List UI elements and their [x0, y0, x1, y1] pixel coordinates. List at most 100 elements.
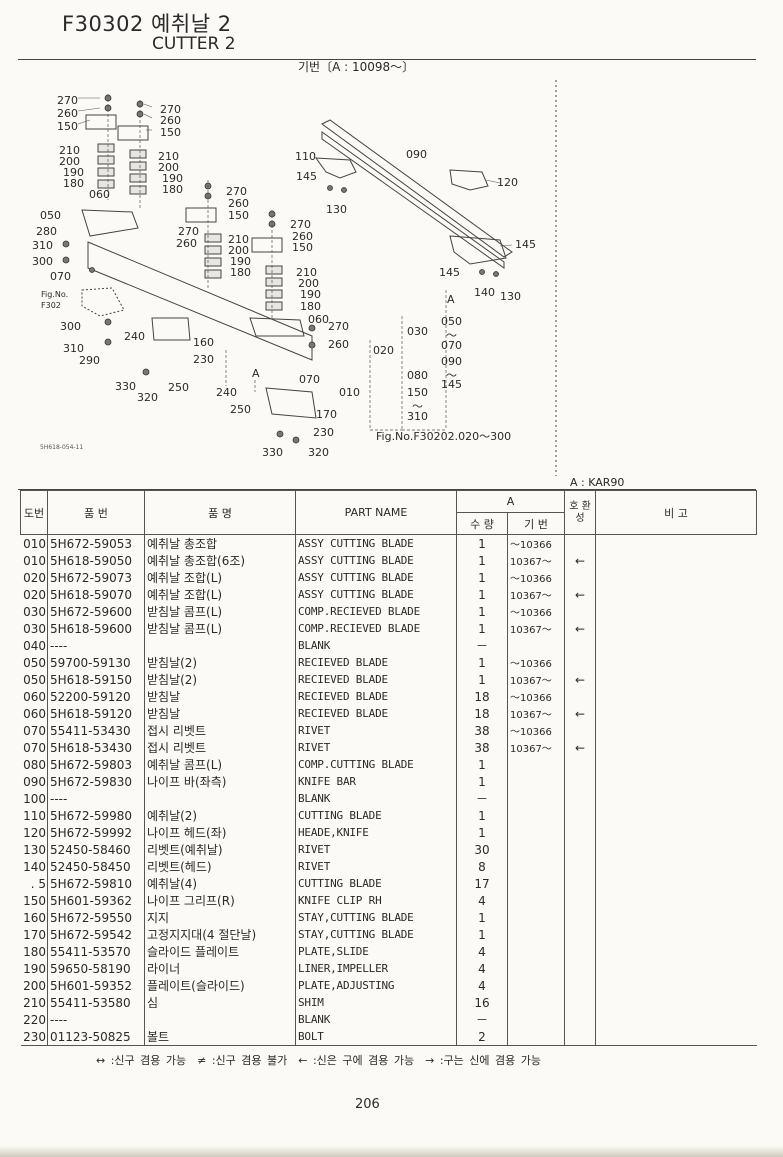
cell-qty: 1: [456, 534, 508, 552]
cell-en: BOLT: [295, 1028, 457, 1046]
cell-pn: 5H672-59600: [47, 603, 145, 620]
cell-kr: 나이프 바(좌측): [144, 773, 296, 790]
callout-left-5: 190: [63, 166, 84, 179]
cell-pn: 5H601-59362: [47, 892, 145, 909]
cell-kr: 심: [144, 994, 296, 1011]
cell-cmp: [564, 875, 596, 892]
callout-mid-28: 230: [313, 426, 334, 439]
cell-kr: 받침날(2): [144, 671, 296, 688]
cell-code: 170: [23, 927, 46, 942]
cell-en: PLATE,ADJUSTING: [295, 977, 457, 994]
cell-kr: 예취날 콤프(L): [144, 756, 296, 773]
cell-en: RIVET: [295, 841, 457, 858]
cell-pn: 55411-53430: [47, 722, 145, 739]
cell-qty: 1: [456, 909, 508, 926]
cell-qty: 1: [456, 603, 508, 620]
cell-code: 210: [23, 995, 46, 1010]
cell-pn: 59700-59130: [47, 654, 145, 671]
cell-ser: [507, 841, 565, 858]
cell-code: 130: [23, 842, 46, 857]
cell-pn: 5H618-53430: [47, 739, 145, 756]
cell-pn: 5H672-59992: [47, 824, 145, 841]
cell-en: RECIEVED BLADE: [295, 654, 457, 671]
callout-tree-14: A: [252, 367, 260, 380]
cell-qty: 1: [456, 552, 508, 569]
cell-remarks: [595, 739, 757, 756]
drawing-code: 5H618-054-11: [40, 444, 84, 451]
cell-cmp: [564, 688, 596, 705]
cell-ser: [507, 1028, 565, 1046]
cell-cmp: [564, 722, 596, 739]
cell-cmp: ←: [564, 705, 596, 722]
cell-remarks: [595, 977, 757, 994]
cell-pn: 5H672-59830: [47, 773, 145, 790]
cell-cmp: [564, 1011, 596, 1028]
cell-pn: 5H672-59810: [47, 875, 145, 892]
cell-qty: 30: [456, 841, 508, 858]
callout-tree-5: 020: [373, 344, 394, 357]
cell-en: ASSY CUTTING BLADE: [295, 552, 457, 569]
cell-qty: 1: [456, 586, 508, 603]
callout-right-7: 140: [474, 286, 495, 299]
callout-left-9: 280: [36, 225, 57, 238]
table-row: 220----BLANK－: [21, 1011, 757, 1028]
callout-mid-16: 270: [290, 218, 311, 231]
cell-qty: 1: [456, 620, 508, 637]
callout-left-4: 200: [59, 155, 80, 168]
cell-code: 040: [23, 638, 46, 653]
cell-pn: 5H672-59550: [47, 909, 145, 926]
cell-ser: 10367～: [507, 620, 565, 637]
cell-pn: 5H672-59980: [47, 807, 145, 824]
cell-pn: 52200-59120: [47, 688, 145, 705]
cell-kr: 라이너: [144, 960, 296, 977]
cell-en: RECIEVED BLADE: [295, 705, 457, 722]
cell-ser: [507, 875, 565, 892]
cell-remarks: [595, 926, 757, 943]
callout-mid-26: 070: [299, 373, 320, 386]
callout-tree-4: 030: [407, 325, 428, 338]
cell-code: 030: [23, 604, 46, 619]
callout-mid-25: 260: [328, 338, 349, 351]
cell-code: 230: [20, 1028, 48, 1046]
cell-kr: 플레이트(슬라이드): [144, 977, 296, 994]
cell-qty: 1: [456, 807, 508, 824]
callout-mid-23: 060: [308, 313, 329, 326]
callout-left-19: 330: [115, 380, 136, 393]
cell-kr: 지지: [144, 909, 296, 926]
callout-left-22: 240: [216, 386, 237, 399]
cell-remarks: [595, 722, 757, 739]
cell-en: ASSY CUTTING BLADE: [295, 534, 457, 552]
cell-kr: 예취날(2): [144, 807, 296, 824]
cell-ser: [507, 637, 565, 654]
cell-kr: 접시 리벳트: [144, 739, 296, 756]
cell-kr: 받침날 콤프(L): [144, 603, 296, 620]
cell-ser: 10367～: [507, 671, 565, 688]
header-remarks: 비 고: [595, 490, 757, 535]
cell-pn: 5H601-59352: [47, 977, 145, 994]
table-row: 040----BLANK－: [21, 637, 757, 654]
cell-pn: 5H618-59120: [47, 705, 145, 722]
header-name-en: PART NAME: [295, 490, 457, 535]
cell-remarks: [595, 756, 757, 773]
cell-remarks: [595, 569, 757, 586]
cell-pn: 55411-53570: [47, 943, 145, 960]
figure-reference-small: Fig.No.: [41, 290, 69, 299]
cell-cmp: [564, 824, 596, 841]
cell-cmp: [564, 994, 596, 1011]
cell-kr: 받침날: [144, 688, 296, 705]
cell-qty: 1: [456, 773, 508, 790]
cell-en: RIVET: [295, 722, 457, 739]
cell-qty: 1: [456, 926, 508, 943]
callout-mid-20: 200: [298, 277, 319, 290]
